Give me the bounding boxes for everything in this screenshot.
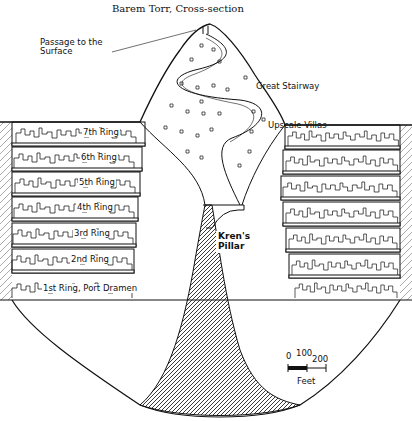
surface-passage — [203, 26, 208, 34]
scale-bar — [288, 366, 307, 370]
scale-bar — [288, 364, 326, 372]
region-label: Upscale Villas — [268, 121, 327, 130]
great-stairway — [182, 38, 254, 142]
krens-pillar — [140, 205, 300, 416]
villa-marks — [164, 44, 265, 167]
region-label: 1st Ring, Port Dramen — [42, 284, 138, 293]
rock-wall — [0, 122, 12, 300]
mountain-underside — [140, 122, 285, 205]
rock-wall — [400, 125, 412, 300]
region-label: 3rd Ring — [73, 229, 111, 238]
region-label: 2nd Ring — [70, 255, 110, 264]
mountain-outline — [0, 24, 412, 125]
diagram-title: Barem Torr, Cross-section — [112, 3, 244, 14]
leader-line — [112, 30, 196, 52]
scale-label: 0 — [286, 352, 291, 361]
ring-shelves — [12, 122, 145, 298]
label-backing — [216, 231, 256, 253]
region-label: Kren's Pillar — [218, 232, 256, 252]
scale-label: 200 — [312, 355, 328, 364]
region-label: 6th Ring — [80, 153, 118, 162]
region-label: 7th Ring — [82, 128, 120, 137]
ring-shelves — [281, 125, 400, 298]
region-label: Passage to the Surface — [40, 38, 112, 57]
region-label: Great Stairway — [256, 82, 319, 91]
region-label: 5th Ring — [78, 178, 116, 187]
scale-label: Feet — [297, 377, 315, 386]
region-label: 4th Ring — [76, 203, 114, 212]
scale-label: 100 — [296, 349, 312, 358]
